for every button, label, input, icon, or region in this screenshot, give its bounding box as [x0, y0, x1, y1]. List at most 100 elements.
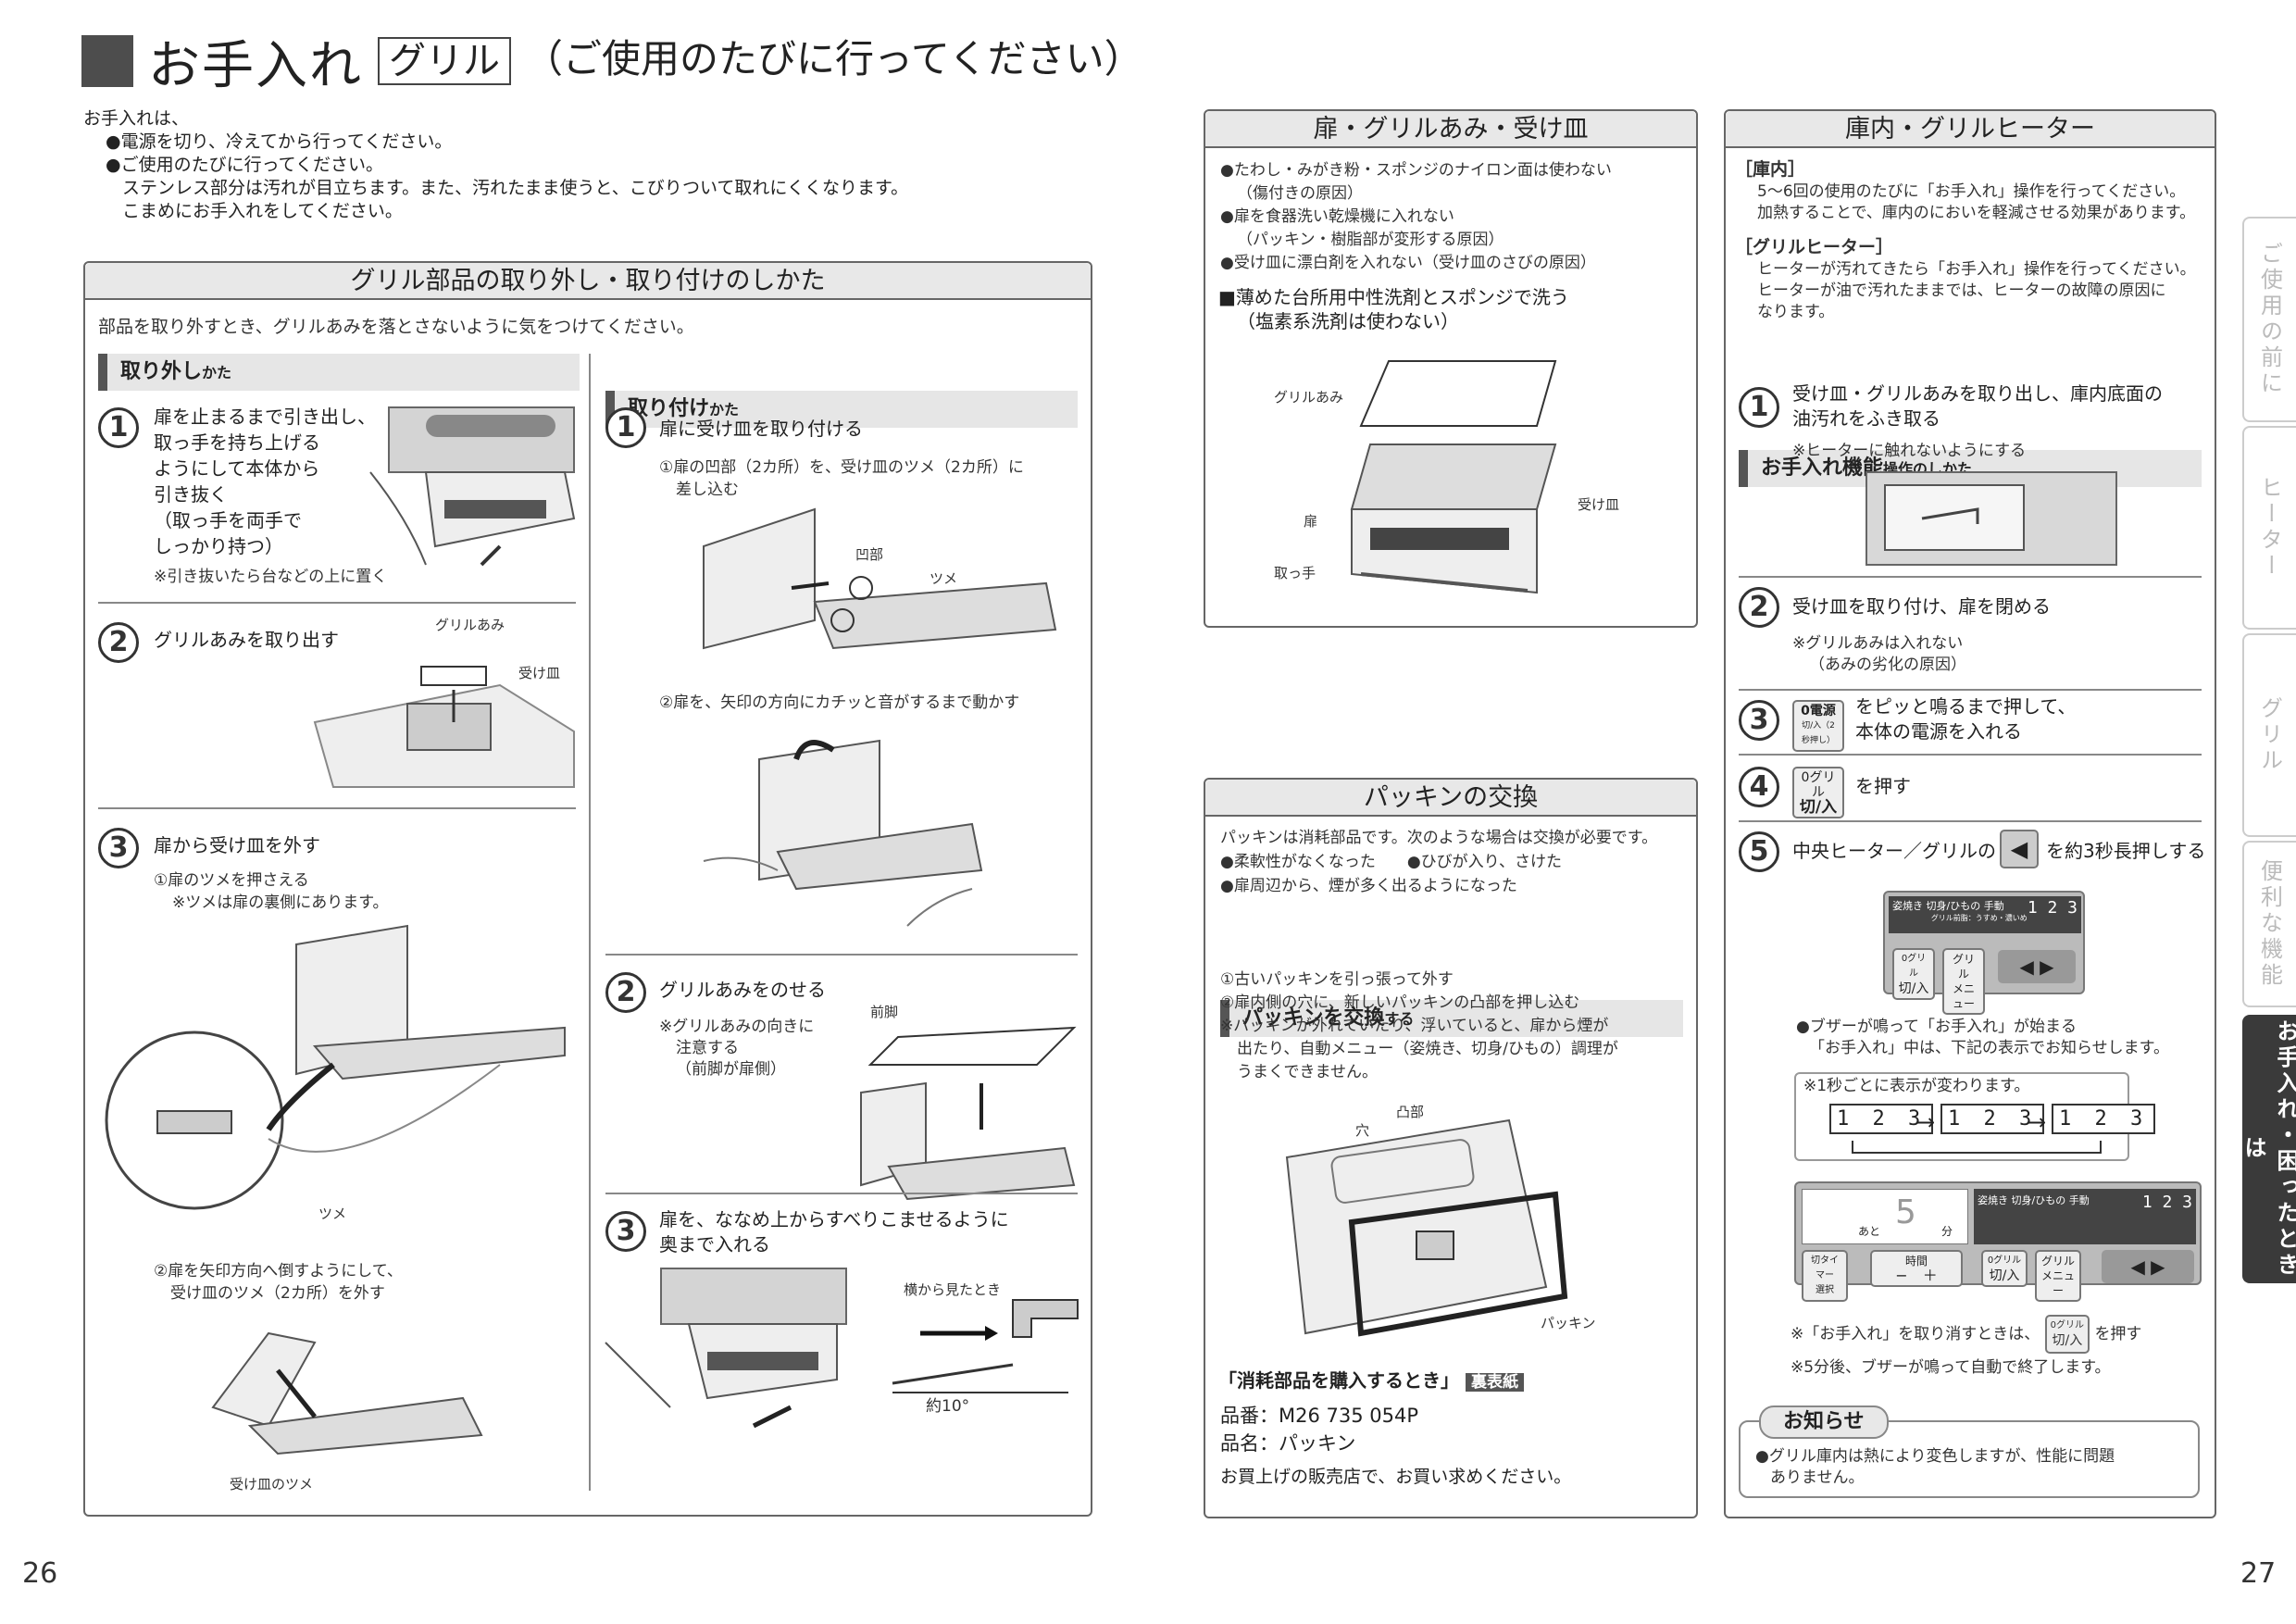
- page-number-left: 26: [22, 1557, 58, 1590]
- step-text: 扉を、ななめ上からすべりこませるように 奥まで入れる: [659, 1208, 1009, 1255]
- notice-box: [1739, 1420, 2200, 1498]
- grill-button-icon: 0グリル 切/入: [1792, 767, 1844, 818]
- packing-steps: ①古いパッキンを引っ張って外す ②扉内側の穴に、新しいパッキンの凸部を押し込む …: [1220, 970, 1618, 1081]
- exploded-parts-illustration: [1350, 360, 1557, 594]
- full-control-panel: あと 5 分 姿焼き 切身/ひもの 手動 1 2 3 切タイマー 選択 時間 −…: [1794, 1181, 2202, 1302]
- grill-onoff-button[interactable]: 0グリル 切/入: [1892, 948, 1935, 1000]
- intro-item: こまめにお手入れをしてください。: [122, 201, 403, 221]
- tray-attach-illustration: [703, 507, 1057, 650]
- back-cover-tag: 裏表紙: [1465, 1373, 1524, 1392]
- step-divider: [98, 602, 576, 604]
- title-category-box: グリル: [378, 37, 511, 85]
- buy-parts-heading: 「消耗部品を購入するとき」 裏表紙: [1218, 1368, 1524, 1395]
- sequence-note: ※1秒ごとに表示が変わります。: [1803, 1077, 2030, 1095]
- label-claw: ツメ: [318, 1206, 347, 1222]
- step-text: 扉を止まるまで引き出し、 取っ手を持ち上げる ようにして本体から 引き抜く （取…: [154, 406, 376, 557]
- door-push-illustration: [703, 739, 983, 927]
- step-note: ※グリルあみの向きに 注意する （前脚が扉側）: [659, 1018, 815, 1079]
- grill-onoff-button[interactable]: 0グリル 切/入: [1981, 1250, 2028, 1287]
- panel-header: 庫内・グリルヒーター: [1726, 111, 2215, 148]
- step-number: 4: [1739, 767, 1779, 807]
- tab-convenient[interactable]: 便利な機能: [2242, 841, 2296, 1007]
- label-recess: 凹部: [855, 546, 884, 563]
- step-number: 3: [1739, 700, 1779, 741]
- label-grill-net: グリルあみ: [1274, 389, 1344, 406]
- step-number: 1: [1739, 387, 1779, 428]
- label-claw: ツメ: [930, 570, 958, 587]
- timer-select-button[interactable]: 切タイマー 選択: [1802, 1250, 1848, 1302]
- drawer-pull-illustration: [369, 406, 576, 567]
- grill-net-place-illustration: [860, 1026, 1077, 1201]
- cancel-note: ※「お手入れ」を取り消すときは、 0グリル 切/入 を押す: [1791, 1315, 2141, 1354]
- grill-menu-button[interactable]: グリル メニュー: [2035, 1250, 2081, 1302]
- step-number: 1: [605, 407, 646, 448]
- label-front-leg: 前脚: [870, 1004, 899, 1020]
- arrow-buttons-icon[interactable]: ◀ ▶: [1998, 950, 2076, 983]
- intro-item: ●電源を切り、冷えてから行ってください。: [106, 131, 453, 152]
- menu-display: 姿焼き 切身/ひもの 手動 1 2 3: [1974, 1189, 2196, 1244]
- step-divider: [605, 954, 1078, 956]
- tab-before-use[interactable]: ご使用の前に: [2242, 217, 2296, 422]
- auto-end-note: ※5分後、ブザーが鳴って自動で終了します。: [1791, 1358, 2111, 1377]
- page-number-right: 27: [2240, 1557, 2277, 1590]
- label-tray: 受け皿: [1578, 496, 1620, 513]
- step-text: 扉に受け皿を取り付ける: [659, 418, 863, 440]
- step-text: グリルあみを取り出す: [154, 629, 339, 651]
- removal-heading: 取り外しかた: [98, 354, 580, 391]
- step-number: 3: [605, 1211, 646, 1252]
- step-text: を押す: [1855, 775, 1911, 797]
- step-sub: ②扉を矢印方向へ倒すようにして、: [154, 1262, 403, 1280]
- cleaning-start-note: ●ブザーが鳴って「お手入れ」が始まる 「お手入れ」中は、下記の表示でお知らせしま…: [1796, 1018, 2169, 1057]
- step-divider: [1739, 820, 2202, 822]
- label-side-view: 横から見たとき: [904, 1281, 1002, 1298]
- intro-text: お手入れは、 ●電源を切り、冷えてから行ってください。 ●ご使用のたびに行ってく…: [83, 107, 908, 223]
- display-state: 1 2 3: [1829, 1104, 1934, 1134]
- step-number: 2: [605, 972, 646, 1013]
- panel-header: 扉・グリルあみ・受け皿: [1205, 111, 1696, 148]
- step-sub: 受け皿のツメ（2カ所）を外す: [170, 1284, 385, 1303]
- tab-care-troubleshooting[interactable]: お手入れ・困ったときは: [2240, 1015, 2296, 1283]
- install-heading: 取り付けかた: [605, 391, 1078, 428]
- left-arrow-button-icon: ◀: [2000, 830, 2039, 868]
- packing-lead: パッキンは消耗部品です。次のような場合は交換が必要です。: [1220, 829, 1658, 847]
- label-tray: 受け皿: [518, 665, 561, 681]
- step-note: ※グリルあみは入れない （あみの劣化の原因）: [1792, 634, 1966, 674]
- step-number: 5: [1739, 831, 1779, 872]
- step-note: ※引き抜いたら台などの上に置く: [154, 568, 388, 586]
- heater-heading: ［グリルヒーター］: [1735, 237, 1894, 257]
- label-hole: 穴: [1355, 1122, 1370, 1139]
- tab-heater[interactable]: ヒーター: [2242, 426, 2296, 630]
- step-text: を約3秒長押しする: [2046, 840, 2206, 862]
- purchase-note: お買上げの販売店で、お買い求めください。: [1220, 1467, 1572, 1487]
- page-title: お手入れ: [148, 36, 363, 96]
- step-divider: [1739, 754, 2202, 756]
- grill-menu-button[interactable]: グリル メニュー: [1942, 948, 1985, 1015]
- packing-bullet: ●扉周辺から、煙が多く出るようになった: [1220, 877, 1517, 895]
- page-subtitle: （ご使用のたびに行ってください）: [524, 36, 1143, 81]
- tab-grill[interactable]: グリル: [2242, 633, 2296, 837]
- step-note: ※ヒーターに触れないようにする: [1792, 442, 2027, 460]
- tray-tilt-illustration: [211, 1331, 483, 1455]
- panel-note: 部品を取り外すとき、グリルあみを落とさないように気をつけてください。: [98, 317, 694, 337]
- part-number: 品番：M26 735 054P: [1220, 1405, 1419, 1427]
- control-display: 姿焼き 切身/ひもの 手動 1 2 3 グリル前脂：うすめ・濃いめ 0グリル 切…: [1883, 891, 2085, 1015]
- column-divider: [589, 354, 591, 1491]
- time-adjust-button[interactable]: 時間 − ＋: [1870, 1250, 1963, 1287]
- return-arrow-icon: [1852, 1141, 2102, 1154]
- grill-net-removal-illustration: [313, 666, 575, 788]
- packing-door-illustration: [1285, 1118, 1568, 1337]
- wash-instruction: ■薄めた台所用中性洗剤とスポンジで洗う: [1218, 286, 1569, 308]
- intro-item: ●ご使用のたびに行ってください。: [106, 155, 384, 175]
- step-divider: [605, 1193, 1078, 1194]
- step-text: 扉から受け皿を外す: [154, 834, 320, 856]
- label-grill-net: グリルあみ: [435, 617, 505, 633]
- arrow-buttons-icon[interactable]: ◀ ▶: [2102, 1250, 2194, 1283]
- notice-heading: お知らせ: [1759, 1405, 1889, 1439]
- oven-interior-illustration: [1866, 471, 2117, 566]
- tray-removal-illustration: [105, 924, 566, 1210]
- side-view-diagram: [892, 1299, 1079, 1393]
- care-bullets: ●たわし・みがき粉・スポンジのナイロン面は使わない （傷付きの原因） ●扉を食器…: [1220, 161, 1612, 272]
- display-state: 1 2 3: [2052, 1104, 2156, 1134]
- step-text: 中央ヒーター／グリルの: [1792, 840, 1996, 862]
- step-text: をピッと鳴るまで押して、 本体の電源を入れる: [1855, 695, 2077, 743]
